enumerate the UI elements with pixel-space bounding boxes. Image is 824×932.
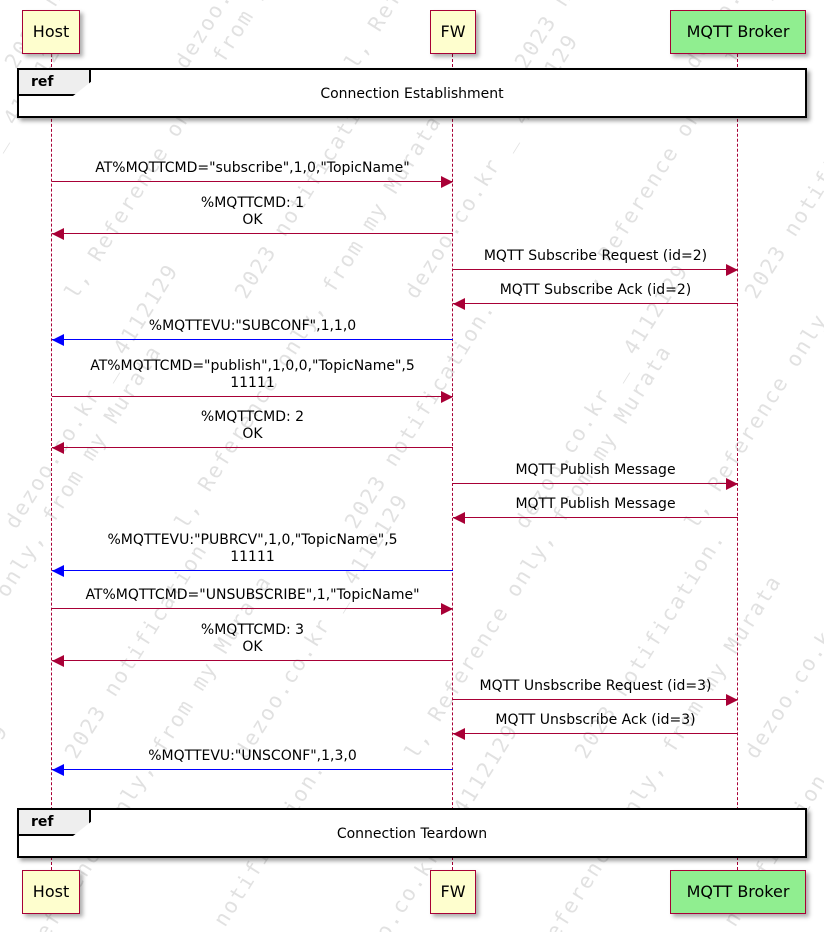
message-line — [453, 483, 738, 484]
participant-label: MQTT Broker — [686, 22, 790, 41]
message-label-line: MQTT Unsbscribe Ack (id=3) — [495, 712, 696, 728]
message-label: MQTT Subscribe Ack (id=2) — [453, 282, 738, 299]
message-line — [52, 181, 453, 182]
message-label-line: %MQTTCMD: 2 — [200, 409, 305, 425]
arrow-head-left — [52, 334, 64, 346]
message-line — [52, 396, 453, 397]
participant-fw-bottom[interactable]: FW — [430, 870, 476, 914]
message-label-line: AT%MQTTCMD="UNSUBSCRIBE",1,"TopicName" — [85, 587, 420, 603]
message-label: AT%MQTTCMD="publish",1,0,0,"TopicName",5… — [52, 358, 453, 392]
message-line — [52, 660, 453, 661]
participant-host-top[interactable]: Host — [22, 10, 80, 54]
participant-fw-top[interactable]: FW — [430, 10, 476, 54]
ref-tab-label: ref — [31, 814, 54, 830]
arrow-head-left — [453, 298, 465, 310]
message-label-line: 11111 — [230, 549, 275, 565]
message-line — [52, 233, 453, 234]
arrow-head-right — [726, 694, 738, 706]
message-line — [52, 608, 453, 609]
arrow-head-left — [453, 512, 465, 524]
lifeline-fw — [452, 54, 454, 870]
message-label-line: 11111 — [230, 375, 275, 391]
arrow-head-left — [52, 565, 64, 577]
message-label-line: OK — [242, 426, 263, 442]
message-label-line: MQTT Subscribe Request (id=2) — [483, 248, 708, 264]
ref-label: Connection Teardown — [336, 826, 488, 842]
participant-label: FW — [440, 22, 466, 41]
participant-host-bottom[interactable]: Host — [22, 870, 80, 914]
message-label-line: %MQTTEVU:"PUBRCV",1,0,"TopicName",5 — [107, 532, 398, 548]
arrow-head-right — [441, 391, 453, 403]
message-label-line: MQTT Unsbscribe Request (id=3) — [479, 678, 712, 694]
message-label: %MQTTEVU:"SUBCONF",1,1,0 — [52, 318, 453, 335]
message-label-line: MQTT Publish Message — [515, 462, 676, 478]
message-line — [52, 769, 453, 770]
message-line — [52, 570, 453, 571]
arrow-head-right — [441, 176, 453, 188]
participant-broker-top[interactable]: MQTT Broker — [670, 10, 806, 54]
message-label: MQTT Publish Message — [453, 462, 738, 479]
lifeline-host — [51, 54, 53, 870]
arrow-head-left — [52, 764, 64, 776]
arrow-head-left — [52, 655, 64, 667]
message-line — [52, 339, 453, 340]
arrow-head-left — [52, 228, 64, 240]
message-label-line: OK — [242, 639, 263, 655]
message-label: MQTT Publish Message — [453, 496, 738, 513]
ref-label: Connection Establishment — [320, 86, 504, 102]
message-label: MQTT Unsbscribe Ack (id=3) — [453, 712, 738, 729]
participant-broker-bottom[interactable]: MQTT Broker — [670, 870, 806, 914]
watermark-text: l, Reference only, from my Murata — [340, 0, 616, 73]
lifeline-broker — [737, 54, 739, 870]
message-line — [453, 517, 738, 518]
message-line — [453, 269, 738, 270]
message-label-line: MQTT Subscribe Ack (id=2) — [499, 282, 692, 298]
arrow-head-right — [441, 603, 453, 615]
message-line — [453, 733, 738, 734]
message-label: %MQTTEVU:"UNSCONF",1,3,0 — [52, 748, 453, 765]
message-label-line: %MQTTEVU:"UNSCONF",1,3,0 — [148, 748, 357, 764]
message-label-line: AT%MQTTCMD="subscribe",1,0,"TopicName" — [95, 160, 410, 176]
message-label-line: %MQTTEVU:"SUBCONF",1,1,0 — [148, 318, 357, 334]
watermark-text: dezoo.co.kr _ 4112129 — [0, 719, 14, 932]
watermark-text: dezoo.co.kr _ 4112129 — [510, 259, 694, 533]
arrow-head-right — [726, 264, 738, 276]
participant-label: FW — [440, 882, 466, 901]
message-label-line: AT%MQTTCMD="publish",1,0,0,"TopicName",5 — [90, 358, 415, 374]
arrow-head-left — [453, 728, 465, 740]
message-line — [453, 303, 738, 304]
arrow-head-right — [726, 478, 738, 490]
message-label: AT%MQTTCMD="UNSUBSCRIBE",1,"TopicName" — [52, 587, 453, 604]
message-label: MQTT Unsbscribe Request (id=3) — [453, 678, 738, 695]
message-line — [52, 447, 453, 448]
watermark-text: dezoo.co.kr _ 4112129 — [170, 0, 353, 73]
message-label-line: %MQTTCMD: 3 — [200, 622, 305, 638]
watermark-text: l, Reference only, from my Murata — [60, 0, 337, 303]
participant-label: Host — [32, 22, 70, 41]
ref-tab-label: ref — [31, 74, 54, 90]
watermark-text: 2023 notification. — [510, 0, 670, 73]
arrow-head-left — [52, 442, 64, 454]
participant-label: MQTT Broker — [686, 882, 790, 901]
message-label-line: %MQTTCMD: 1 — [200, 195, 305, 211]
message-label: MQTT Subscribe Request (id=2) — [453, 248, 738, 265]
message-label-line: MQTT Publish Message — [515, 496, 676, 512]
watermark-text: dezoo.co.kr _ 4112129 — [740, 489, 824, 763]
message-label-line: OK — [242, 212, 263, 228]
participant-label: Host — [32, 882, 70, 901]
message-line — [453, 699, 738, 700]
message-label: AT%MQTTCMD="subscribe",1,0,"TopicName" — [52, 160, 453, 177]
